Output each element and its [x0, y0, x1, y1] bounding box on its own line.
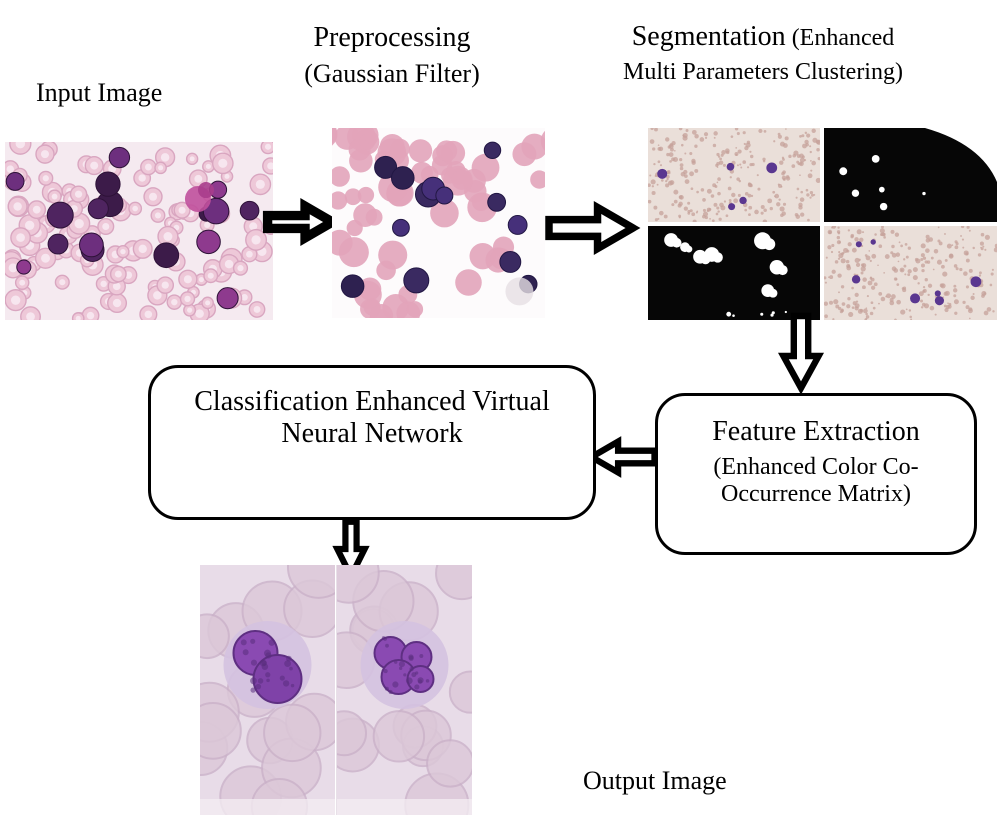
classification-box: Classification Enhanced Virtual Neural N… — [148, 365, 596, 520]
segmentation-tile-clustered-1 — [648, 128, 820, 222]
segmentation-label-paren: (Enhanced — [785, 25, 895, 51]
segmentation-tile-mask-blobs — [648, 226, 820, 320]
feature-extraction-sub2: Occurrence Matrix) — [721, 481, 911, 507]
output-image-label: Output Image — [583, 766, 727, 795]
arrow-down-1-icon — [772, 312, 830, 395]
input-image-label: Input Image — [36, 78, 163, 107]
segmentation-label-title: Segmentation — [631, 21, 786, 52]
segmentation-result-grid — [648, 128, 997, 320]
arrow-down-2-icon — [322, 518, 380, 584]
arrow-right-2-icon — [538, 200, 644, 256]
segmentation-tile-mask-sparse — [824, 128, 997, 222]
feature-extraction-box: Feature Extraction (Enhanced Color Co- O… — [655, 393, 977, 555]
segmentation-tile-clustered-2 — [824, 226, 997, 320]
preprocessing-label: Preprocessing (Gaussian Filter) — [270, 20, 514, 91]
segmentation-label-line1: Segmentation (Enhanced — [585, 18, 941, 56]
arrow-right-1-icon — [262, 194, 342, 250]
output-micrograph-left — [200, 565, 335, 815]
classification-line2: Neural Network — [281, 418, 463, 449]
preprocessing-label-line2: (Gaussian Filter) — [304, 58, 480, 88]
input-micrograph — [5, 142, 273, 320]
output-micrograph-right — [336, 565, 472, 815]
feature-extraction-sub1: (Enhanced Color Co- — [713, 454, 919, 480]
segmentation-label-line2: Multi Parameters Clustering) — [623, 58, 903, 85]
preprocessed-micrograph — [332, 128, 545, 318]
arrow-left-1-icon — [585, 430, 658, 484]
segmentation-label: Segmentation (Enhanced Multi Parameters … — [585, 18, 941, 88]
preprocessing-label-line1: Preprocessing — [313, 22, 471, 53]
feature-extraction-title: Feature Extraction — [712, 416, 920, 447]
classification-line1: Classification Enhanced Virtual — [194, 386, 550, 417]
